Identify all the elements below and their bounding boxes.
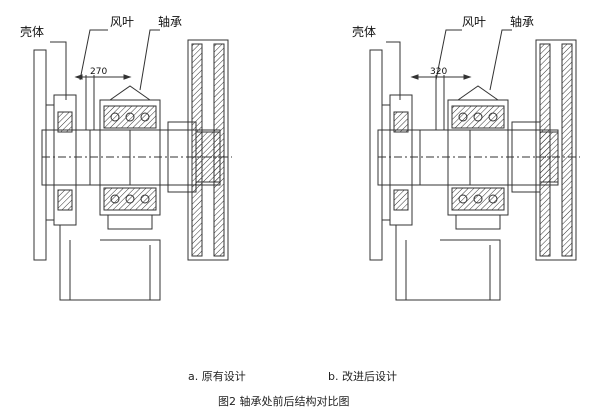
label-bearing-a: 轴承	[158, 14, 182, 29]
dimension-a: 270	[90, 67, 107, 77]
support-base-b	[395, 225, 501, 301]
diagram-a	[33, 29, 232, 301]
housing-block-b	[389, 94, 413, 226]
caption-a: a. 原有设计	[188, 370, 246, 383]
label-fan-a: 风叶	[110, 15, 134, 29]
flange-plate-a	[33, 49, 47, 261]
label-housing-a: 壳体	[20, 25, 44, 39]
leader-housing-a	[50, 41, 67, 100]
leader-bearing-a	[139, 29, 160, 91]
housing-block-a	[53, 94, 77, 226]
pulley-b	[535, 39, 577, 261]
flange-plate-b	[369, 49, 383, 261]
label-bearing-b: 轴承	[510, 14, 534, 29]
label-housing-b: 壳体	[352, 25, 376, 39]
figure-caption: 图2 轴承处前后结构对比图	[218, 395, 350, 408]
leader-fan-a	[79, 29, 108, 81]
pulley-a	[187, 39, 229, 261]
leader-housing-b	[386, 41, 401, 100]
leader-bearing-b	[489, 29, 512, 91]
support-base-a	[59, 225, 161, 301]
caption-b: b. 改进后设计	[328, 370, 397, 383]
leader-fan-b	[435, 29, 462, 81]
diagram-b	[369, 29, 580, 301]
dimension-b: 320	[430, 67, 447, 77]
label-fan-b: 风叶	[462, 15, 486, 29]
drawing-canvas: 壳体 风叶 轴承 270 壳体	[20, 14, 580, 301]
